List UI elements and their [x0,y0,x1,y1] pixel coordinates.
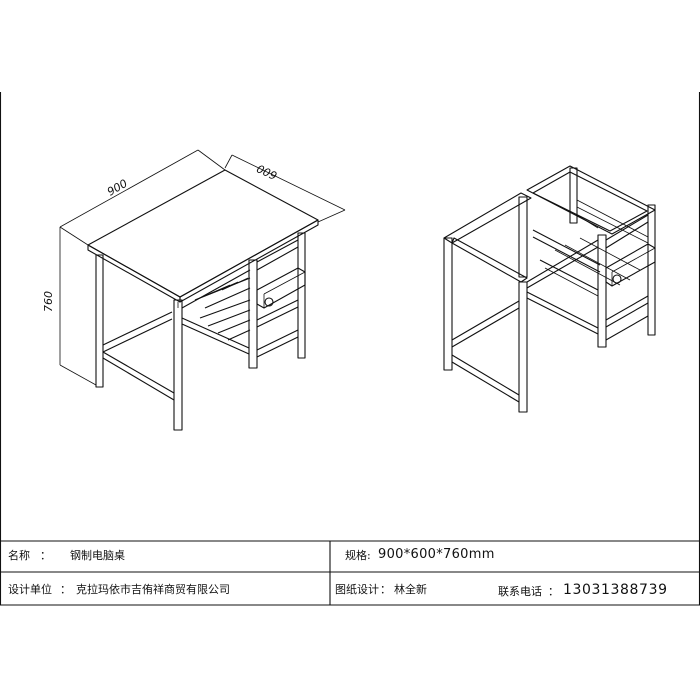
cabinet-post-b [597,234,607,348]
frame-leg-front [518,281,528,413]
design-unit-value: 克拉玛依市吉侑祥商贸有限公司 [76,583,230,596]
page-frame [0,92,700,606]
phone-separator: ： [548,585,559,598]
desk-top-front-edge [87,244,181,303]
cabinet-post-a [569,167,578,224]
designer-separator: ： [380,583,391,596]
desk-frame-view [443,165,656,413]
cabinet-post-c [647,204,656,336]
spec-label: 规格: [345,549,371,562]
drawer-knob [264,297,274,307]
frame-leg-left [443,237,453,371]
name-separator: ： [40,549,51,562]
desk-assembled-view [87,169,319,431]
name-value: 钢制电脑桌 [70,549,125,562]
dimension-height-label: 760 [42,291,55,312]
designer-value: 林全新 [394,583,427,596]
design-unit-separator: ： [60,583,71,596]
leg-front-left [95,254,104,388]
phone-label: 联系电话 [498,585,542,598]
cabinet-post-back [297,232,306,359]
designer-label: 图纸设计 [335,583,379,596]
phone-value: 13031388739 [563,582,668,598]
leg-front-right [173,299,183,431]
spec-value: 900*600*760mm [378,547,495,562]
drawer-front [256,267,306,309]
frame-leg-back [518,196,528,278]
design-unit-label: 设计单位 [8,583,52,596]
name-label: 名称 [8,549,30,562]
dimension-depth-label: 600 [255,161,280,182]
cabinet-post-front [248,259,258,369]
dimension-annotations [59,149,346,386]
